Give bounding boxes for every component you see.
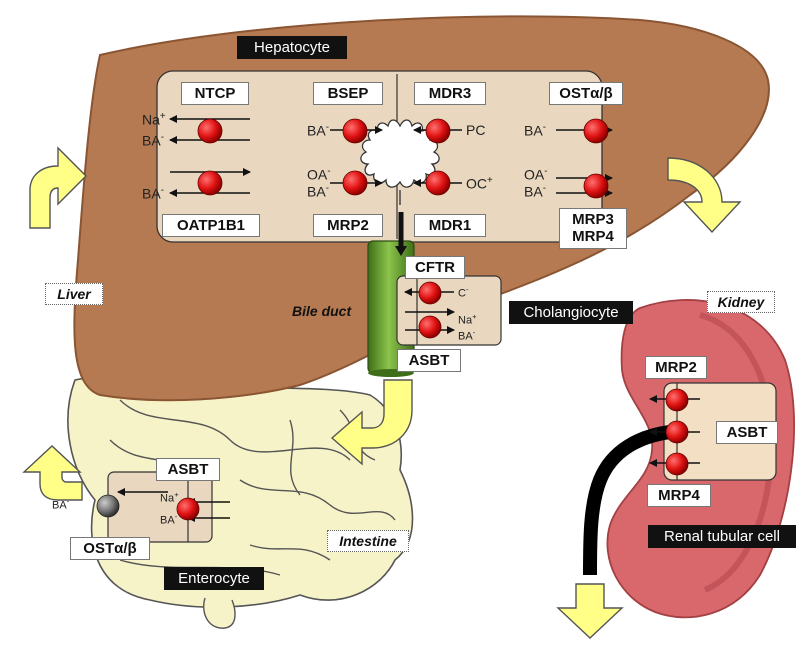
ba-label-bsep: BA-	[307, 122, 329, 139]
asbt-chol-label: ASBT	[397, 349, 461, 373]
intestine-label: Intestine	[327, 530, 409, 552]
oa-label-mrp2: OA-	[307, 166, 331, 183]
oatp1b1-label: OATP1B1	[162, 214, 260, 238]
asbt-intestine-label: ASBT	[156, 458, 220, 482]
ureter	[583, 425, 672, 576]
na-label-ntcp: Na+	[142, 111, 166, 128]
na-label-int: Na+	[160, 490, 179, 505]
mdr1-label: MDR1	[414, 214, 486, 238]
hepatocyte-label: Hepatocyte	[237, 36, 347, 59]
cftr-label: CFTR	[405, 256, 465, 280]
intestine-shape	[67, 376, 414, 629]
transporter-mdr3	[425, 118, 451, 144]
mrp4-text: MRP4	[572, 228, 614, 246]
transporter-mrp2-liver	[342, 170, 368, 196]
liver-label: Liver	[45, 283, 103, 305]
transporter-asbt-int	[176, 497, 200, 521]
ba-label-mrp3: BA-	[524, 183, 546, 200]
enterocyte-label: Enterocyte	[164, 567, 264, 590]
pc-label: PC	[466, 122, 486, 138]
transporter-mrp2-kidney	[665, 388, 689, 412]
renal-tubular-cell-label: Renal tubular cell	[648, 525, 796, 548]
transporter-group	[96, 118, 689, 521]
mdr3-label: MDR3	[414, 82, 486, 106]
ba-label-chol: BA-	[458, 328, 476, 343]
cholangiocyte-label: Cholangiocyte	[509, 301, 633, 324]
mrp4-kidney-label: MRP4	[647, 484, 711, 508]
mrp2-liver-label: MRP2	[313, 214, 383, 238]
ntcp-label: NTCP	[181, 82, 249, 106]
transporter-mdr1	[425, 170, 451, 196]
cholangiocyte-cell	[396, 275, 502, 346]
mrp3-mrp4-label: MRP3 MRP4	[559, 208, 627, 249]
transporter-mrp3-mrp4	[583, 173, 609, 199]
oc-label: OC+	[466, 175, 493, 192]
yellow-arrow-liver-left	[29, 146, 87, 229]
transporter-asbt-kidney	[665, 420, 689, 444]
ost-liver-label: OSTα/β	[549, 82, 623, 106]
na-label-chol: Na+	[458, 312, 477, 327]
kidney-label: Kidney	[707, 291, 775, 313]
transporter-ost-liver	[583, 118, 609, 144]
yellow-arrow-liver-right	[667, 157, 742, 234]
asbt-kidney-label: ASBT	[716, 421, 778, 445]
ba-label-ost: BA-	[524, 122, 546, 139]
ba-label-ost-int: BA-	[52, 497, 70, 512]
yellow-arrow-urine	[556, 583, 624, 639]
ba-label-ntcp: BA-	[142, 132, 164, 149]
ba-label-mrp2: BA-	[307, 183, 329, 200]
bsep-label: BSEP	[313, 82, 383, 106]
transporter-bsep	[342, 118, 368, 144]
yellow-arrow-enterocyte-out	[22, 445, 83, 501]
oa-label-mrp3: OA-	[524, 166, 548, 183]
ost-intestine-label: OSTα/β	[70, 537, 150, 561]
bile-duct-label: Bile duct	[292, 303, 352, 319]
yellow-arrow-to-intestine	[330, 379, 413, 466]
mrp2-kidney-label: MRP2	[645, 356, 707, 380]
transporter-cftr	[418, 281, 442, 305]
c-label-cftr: C-	[458, 285, 469, 300]
ba-label-int: BA-	[160, 512, 178, 527]
transporter-ntcp	[197, 118, 223, 144]
transporter-oatp1b1	[197, 170, 223, 196]
ba-label-oatp: BA-	[142, 185, 164, 202]
transporter-mrp4-kidney	[665, 452, 689, 476]
mrp3-text: MRP3	[572, 211, 614, 228]
transporter-asbt-chol	[418, 315, 442, 339]
transporter-ost-int	[96, 494, 120, 518]
